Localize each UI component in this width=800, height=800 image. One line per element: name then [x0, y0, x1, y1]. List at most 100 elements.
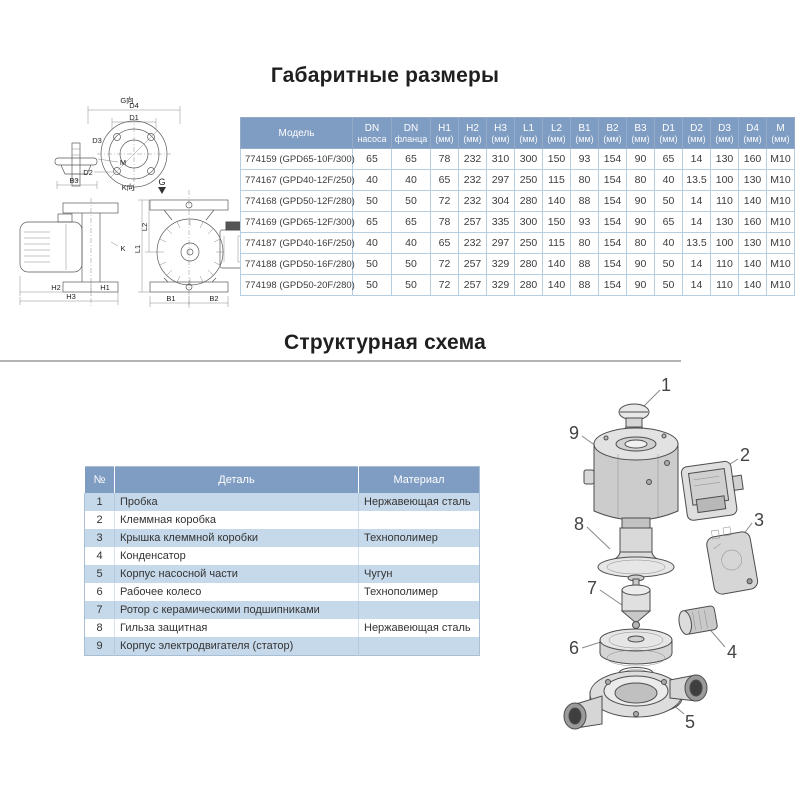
dimensions-section-title: Габаритные размеры	[270, 64, 500, 87]
b3-label: B3	[69, 176, 78, 185]
h1-cell: 65	[430, 232, 459, 254]
h3-cell: 297	[486, 169, 515, 191]
pump-side-view: K H2 H1 H3	[19, 198, 126, 308]
dn-pump-cell: 50	[352, 274, 392, 296]
column-header: H2(мм)	[458, 117, 487, 149]
structure-section-title: Структурная схема	[284, 331, 486, 354]
d4-label: D4	[129, 101, 139, 110]
part-name-cell: Гильза защитная	[114, 619, 359, 637]
column-header: D2(мм)	[682, 117, 711, 149]
l1-cell: 280	[514, 274, 543, 296]
model-cell: 774169 (GPD65-12F/300)	[240, 211, 355, 233]
part-number-cell: 1	[84, 493, 115, 511]
part-number-cell: 4	[96, 550, 103, 562]
h3-cell: 304	[486, 190, 515, 212]
d3-cell: 100	[710, 169, 739, 191]
part-name-cell: Корпус насосной части	[114, 565, 359, 583]
column-header: D3(мм)	[710, 117, 739, 149]
h1-cell: 72	[430, 274, 459, 296]
l1-cell: 300	[514, 148, 543, 170]
b3-cell: 90	[626, 148, 655, 170]
m-cell: M10	[766, 232, 795, 254]
model-cell: 774168 (GPD50-12F/280)	[240, 190, 355, 212]
b2-cell: 154	[598, 232, 627, 254]
dn-flange-cell: 40	[391, 232, 431, 254]
b1-cell: 93	[570, 211, 599, 233]
l1-cell: 250	[514, 169, 543, 191]
h3-cell: 329	[486, 253, 515, 275]
l2-cell: 140	[542, 253, 571, 275]
g-label: G	[158, 177, 165, 187]
b2-label: B2	[209, 294, 218, 303]
d4-cell: 140	[738, 274, 767, 296]
b1-cell: 88	[570, 253, 599, 275]
m-cell: M10	[766, 211, 795, 233]
h1-label: H1	[100, 283, 110, 292]
l1-cell: 300	[514, 211, 543, 233]
b1-cell: 88	[570, 274, 599, 296]
b1-cell: 80	[570, 232, 599, 254]
callout-4: 4	[727, 642, 737, 662]
dn-pump-cell: 40	[352, 232, 392, 254]
b3-cell: 80	[626, 232, 655, 254]
d2-cell: 13.5	[682, 169, 711, 191]
d4-cell: 140	[738, 253, 767, 275]
d3-cell: 110	[710, 274, 739, 296]
column-header: B1(мм)	[570, 117, 599, 149]
column-header: B3(мм)	[626, 117, 655, 149]
callout-1: 1	[661, 375, 671, 395]
part-name-cell: Ротор с керамическими подшипниками	[114, 601, 359, 619]
dn-pump-cell: 50	[352, 190, 392, 212]
part-number-cell: 2	[96, 514, 103, 526]
h2-cell: 232	[458, 148, 487, 170]
b2-cell: 154	[598, 190, 627, 212]
l2-cell: 140	[542, 190, 571, 212]
b3-cell: 80	[626, 169, 655, 191]
dimensional-drawing: G向 D4 D1 D3 D2 K向	[19, 95, 246, 308]
d4-cell: 130	[738, 169, 767, 191]
column-header: M(мм)	[766, 117, 795, 149]
d4-cell: 130	[738, 232, 767, 254]
exploded-view-diagram: 1 2 3 4 5 6 7 8 9	[563, 375, 764, 732]
part-name-cell: Корпус электродвигателя (статор)	[114, 637, 359, 656]
d3-cell: 130	[710, 211, 739, 233]
terminal-box-part	[680, 460, 744, 521]
k-label: K	[120, 244, 125, 253]
d3-cell: 130	[710, 148, 739, 170]
column-header: Модель	[240, 117, 353, 149]
d4-cell: 140	[738, 190, 767, 212]
model-cell: 774198 (GPD50-20F/280)	[240, 274, 355, 296]
dimensions-table-row: 774159 (GPD65-10F/300) 65 65 78 232 310 …	[240, 148, 795, 170]
d3-label: D3	[92, 136, 102, 145]
l2-cell: 140	[542, 274, 571, 296]
h1-cell: 78	[430, 148, 459, 170]
column-header: D4(мм)	[738, 117, 767, 149]
column-header: D1(мм)	[654, 117, 683, 149]
m-cell: M10	[766, 148, 795, 170]
d4-cell: 160	[738, 211, 767, 233]
part-name-cell: Крышка клеммной коробки	[114, 529, 359, 547]
callout-5: 5	[685, 712, 695, 732]
b2-cell: 154	[598, 274, 627, 296]
section-divider-line	[0, 360, 681, 362]
callout-7: 7	[587, 578, 597, 598]
l1-cell: 280	[514, 190, 543, 212]
b3-cell: 90	[626, 190, 655, 212]
part-material-cell: Чугун	[358, 565, 480, 583]
parts-column-header: Деталь	[114, 466, 359, 493]
dn-flange-cell: 65	[391, 148, 431, 170]
part-material-cell	[358, 547, 480, 565]
dimensions-table-row: 774188 (GPD50-16F/280) 50 50 72 257 329 …	[240, 253, 795, 275]
d2-cell: 14	[682, 190, 711, 212]
d2-cell: 14	[682, 148, 711, 170]
dn-pump-cell: 50	[352, 253, 392, 275]
m-cell: M10	[766, 253, 795, 275]
l2-cell: 115	[542, 169, 571, 191]
m-label: M	[120, 158, 126, 167]
b3-cell: 90	[626, 253, 655, 275]
h1-cell: 65	[430, 169, 459, 191]
dimensions-table-row: 774167 (GPD40-12F/250) 40 40 65 232 297 …	[240, 169, 795, 191]
parts-table-row: 7 Ротор с керамическими подшипниками	[84, 601, 480, 619]
